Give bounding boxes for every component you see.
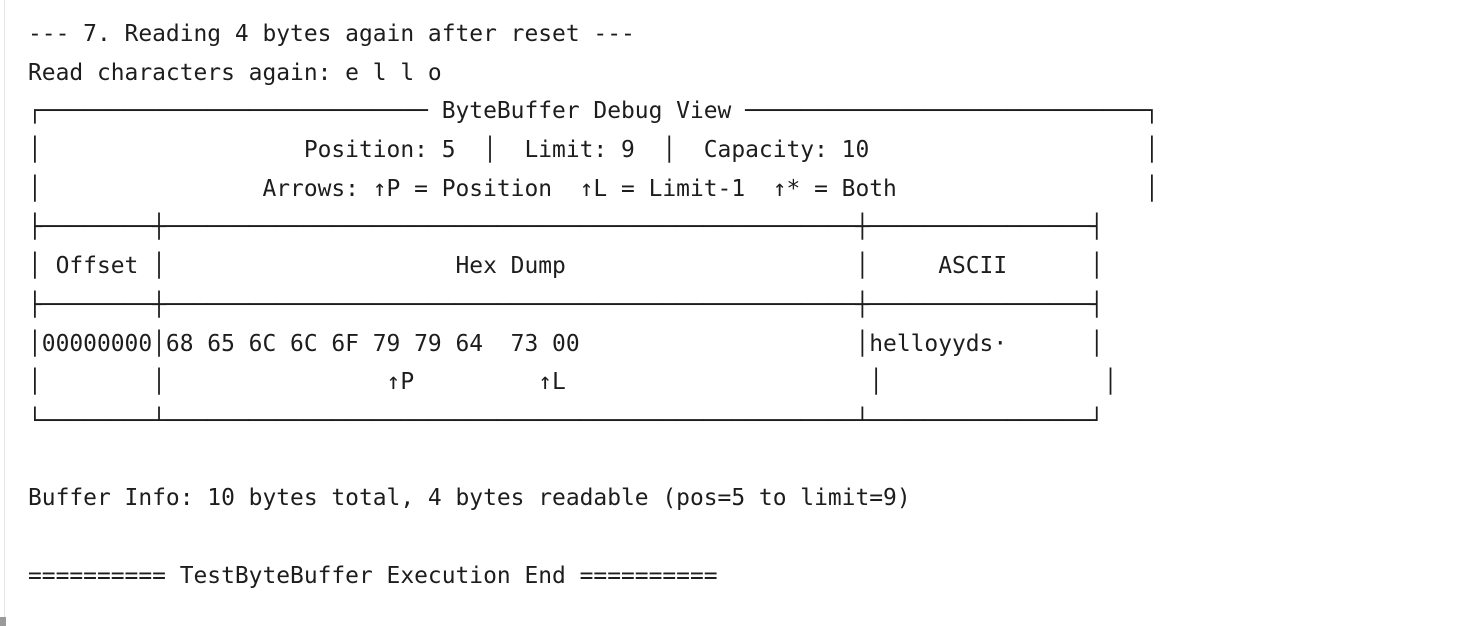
panel-edge-divider [4, 0, 5, 626]
hex-table-bottom-border: └────────┴──────────────────────────────… [28, 407, 1104, 434]
buffer-info: Buffer Info: 10 bytes total, 4 bytes rea… [28, 485, 911, 512]
hex-table-column-headers: │ Offset │ Hex Dump │ ASCII │ [28, 253, 1104, 280]
execution-end-banner: ========== TestByteBuffer Execution End … [28, 562, 718, 589]
blank-line [28, 441, 1464, 480]
step-header: --- 7. Reading 4 bytes again after reset… [28, 21, 635, 47]
hex-table-separator-top: ├────────┼──────────────────────────────… [28, 214, 1104, 241]
debug-view-stats: │ Position: 5 │ Limit: 9 │ Capacity: 10 … [28, 137, 1159, 164]
hex-table-separator-header: ├────────┼──────────────────────────────… [28, 291, 1104, 318]
debug-view-top-border: ┌──────────────────────────── ByteBuffer… [28, 98, 1159, 125]
window-corner-notch [0, 617, 6, 626]
hex-table-pointer-row: │ │ ↑P ↑L │ │ [28, 369, 1118, 396]
debug-view-arrows-legend: │ Arrows: ↑P = Position ↑L = Limit-1 ↑* … [28, 175, 1159, 202]
read-result: Read characters again: e l l o [28, 59, 442, 86]
hex-table-data-row: │00000000│68 65 6C 6C 6F 79 79 64 73 00 … [28, 330, 1104, 357]
blank-line [28, 518, 1464, 557]
